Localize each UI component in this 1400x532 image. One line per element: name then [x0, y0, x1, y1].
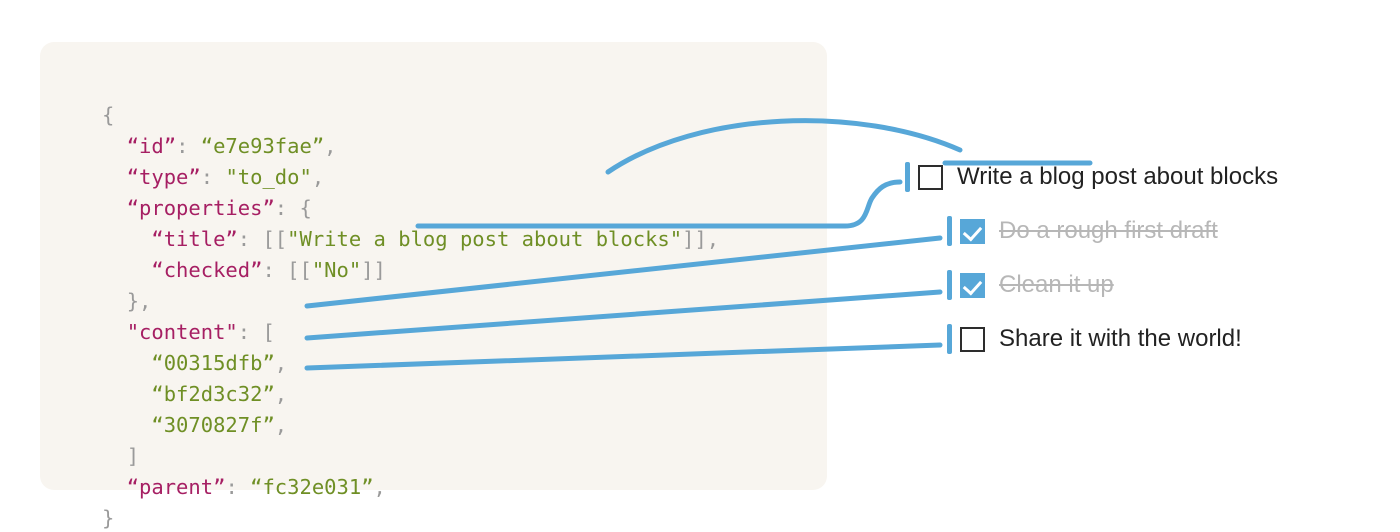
json-token-punct: :: [176, 134, 201, 158]
json-token-key: “checked”: [151, 258, 263, 282]
json-token-key: “parent”: [126, 475, 226, 499]
json-code-card: { “id”: “e7e93fae”, “type”: "to_do", “pr…: [40, 42, 827, 530]
json-token-str: "Write a blog post about blocks": [287, 227, 683, 251]
json-token-key: "content": [126, 320, 238, 344]
todo-item-2[interactable]: Clean it up: [947, 268, 1114, 302]
json-token-str: “00315dfb”: [151, 351, 275, 375]
todo-item-1-label: Do a rough first draft: [999, 217, 1218, 244]
json-token-punct: ,: [373, 475, 386, 499]
json-token-punct: ,: [274, 413, 288, 437]
json-token-punct: ,: [324, 134, 337, 158]
json-token-str: “fc32e031”: [250, 475, 374, 499]
todo-item-3-label: Share it with the world!: [999, 325, 1242, 352]
json-token-punct: : [[: [237, 227, 288, 251]
json-token-punct: :: [225, 475, 251, 499]
connector-endpoint-tick: [947, 324, 952, 354]
json-token-punct: }: [102, 506, 115, 530]
json-token-key: “id”: [126, 134, 177, 158]
json-token-str: “bf2d3c32”: [151, 382, 275, 406]
json-token-punct: : [[: [262, 258, 312, 282]
checkbox-checked-icon[interactable]: [960, 272, 985, 298]
json-token-punct: {: [102, 103, 115, 127]
json-token-str: “3070827f”: [151, 413, 275, 437]
json-token-punct: : [: [237, 320, 275, 344]
checkbox-empty-icon[interactable]: [960, 326, 985, 352]
json-token-str: “e7e93fae”: [200, 134, 325, 158]
json-token-key: “title”: [151, 227, 238, 251]
json-token-punct: ,: [274, 351, 288, 375]
json-token-str: "to_do": [225, 165, 312, 189]
json-token-punct: ,: [311, 165, 325, 189]
json-token-punct: },: [126, 289, 152, 313]
todo-item-1[interactable]: Do a rough first draft: [947, 214, 1218, 248]
connector-endpoint-tick: [947, 216, 952, 246]
todo-item-2-label: Clean it up: [999, 271, 1114, 298]
json-token-punct: : {: [274, 196, 312, 220]
json-token-str: "No": [311, 258, 362, 282]
json-code-text: { “id”: “e7e93fae”, “type”: "to_do", “pr…: [102, 100, 719, 532]
todo-item-0[interactable]: Write a blog post about blocks: [905, 160, 1278, 194]
todo-item-3[interactable]: Share it with the world!: [947, 322, 1242, 356]
json-token-punct: ]: [126, 444, 140, 468]
checkbox-checked-icon[interactable]: [960, 218, 985, 244]
connector-endpoint-tick: [947, 270, 952, 300]
todo-item-0-label: Write a blog post about blocks: [957, 163, 1279, 190]
json-token-punct: ,: [274, 382, 288, 406]
json-token-key: “type”: [126, 165, 201, 189]
json-token-punct: :: [200, 165, 226, 189]
connector-endpoint-tick: [905, 162, 910, 192]
json-token-punct: ]],: [682, 227, 720, 251]
checkbox-empty-icon[interactable]: [918, 164, 943, 190]
json-token-punct: ]]: [361, 258, 386, 282]
json-token-key: “properties”: [126, 196, 275, 220]
